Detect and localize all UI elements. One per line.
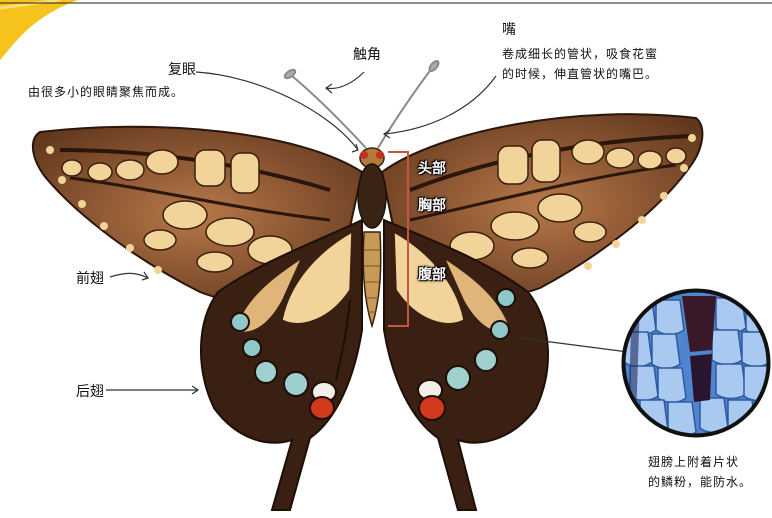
label-hindwing: 后翅 xyxy=(76,381,104,401)
label-thorax: 胸部 xyxy=(418,195,446,215)
scale-magnifier xyxy=(620,290,772,440)
label-mouth-desc-line1: 卷成细长的管状，吸食花蜜 xyxy=(502,44,658,64)
antennae xyxy=(283,59,440,148)
label-mouth-desc-line2: 的时候，伸直管状的嘴巴。 xyxy=(502,64,658,84)
label-abdomen: 腹部 xyxy=(418,264,446,284)
label-compound-eye-desc: 由很多小的眼睛聚焦而成。 xyxy=(28,82,184,102)
label-scales-desc-line1: 翅膀上附着片状 xyxy=(648,452,739,472)
label-antenna: 触角 xyxy=(353,44,381,64)
label-head: 头部 xyxy=(418,158,446,178)
label-mouth: 嘴 xyxy=(502,19,516,39)
label-forewing: 前翅 xyxy=(76,268,104,288)
corner-decoration xyxy=(0,0,78,60)
label-compound-eye: 复眼 xyxy=(168,59,196,79)
label-scales-desc-line2: 的鳞粉，能防水。 xyxy=(648,472,752,492)
